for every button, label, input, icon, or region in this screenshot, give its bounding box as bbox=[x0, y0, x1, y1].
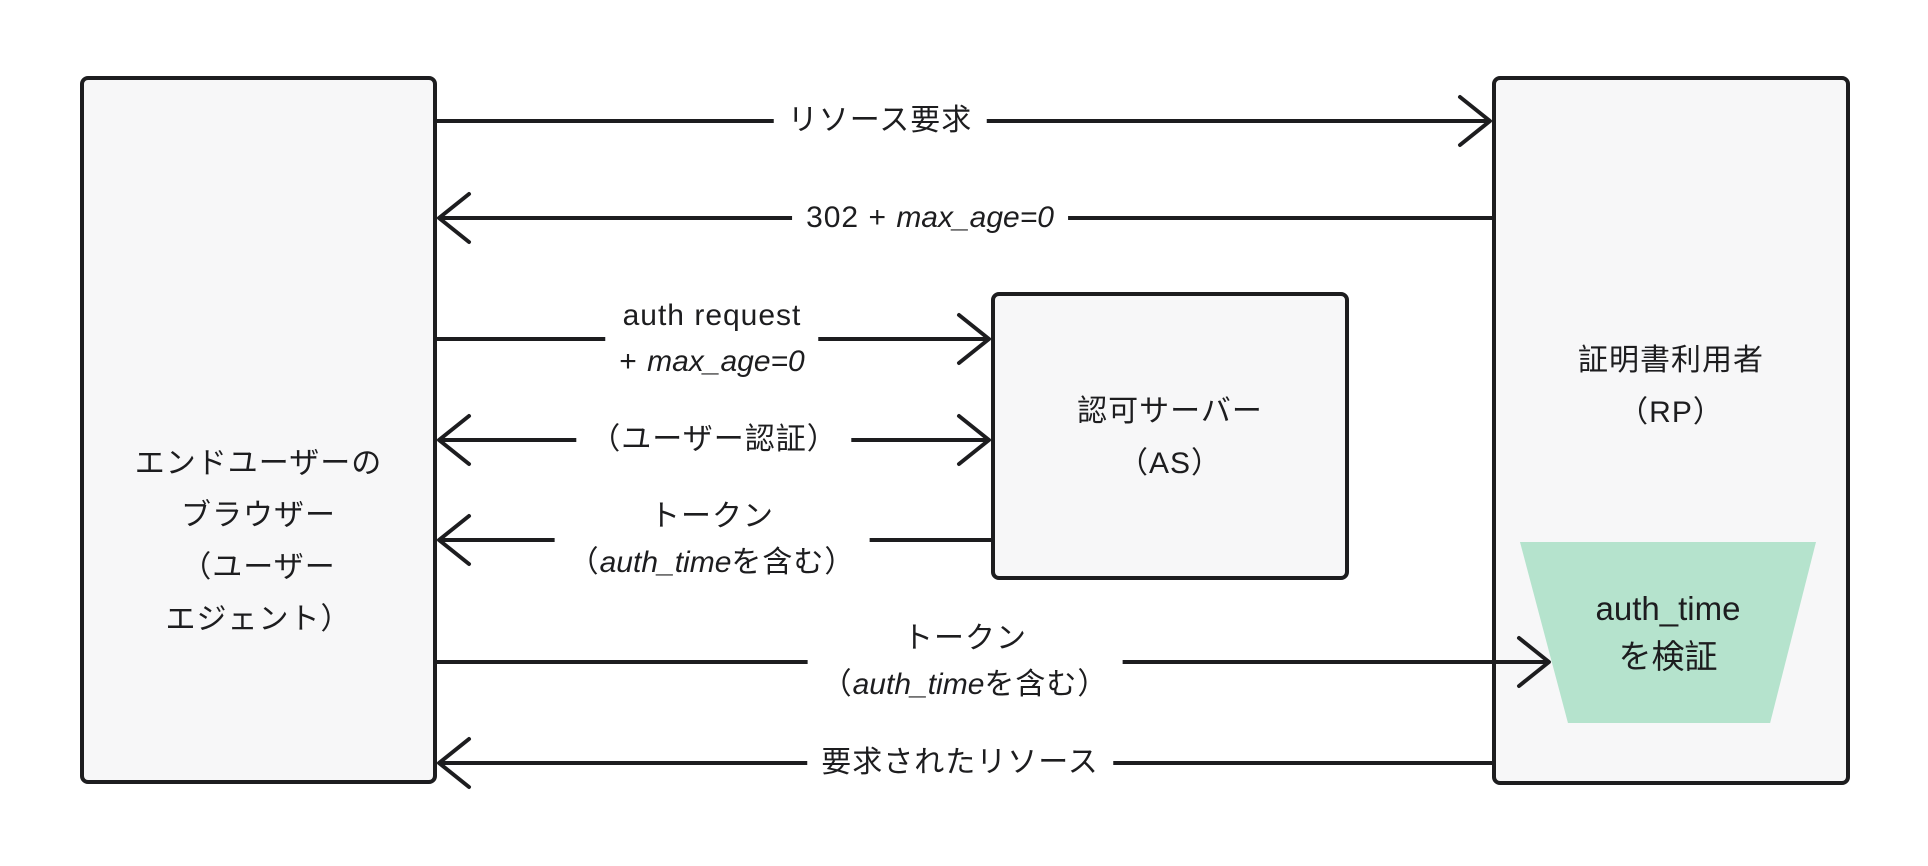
verify-auth-time-line: auth_time bbox=[1595, 589, 1741, 627]
arrow-label-auth-request: auth request + max_age=0 bbox=[605, 291, 819, 387]
arrow-left-icon bbox=[437, 414, 471, 466]
arrow-label-text: （ bbox=[821, 668, 853, 701]
arrow-left-icon bbox=[437, 737, 471, 789]
arrow-label-user-authentication: （ユーザー認証） bbox=[576, 415, 852, 465]
arrow-label-italic-text: auth_time bbox=[599, 546, 732, 579]
authorization-server-label-line: 認可サーバー bbox=[1077, 395, 1263, 428]
arrow-label-text: + bbox=[619, 345, 648, 378]
arrow-label-requested-resource: 要求されたリソース bbox=[807, 738, 1113, 788]
arrow-right-icon bbox=[1517, 636, 1551, 688]
arrow-label-italic-text: max_age=0 bbox=[647, 345, 805, 378]
browser-node-label-line: （ユーザー bbox=[181, 551, 336, 584]
arrow-label-line1: トークン bbox=[903, 622, 1027, 655]
arrow-right-icon bbox=[957, 313, 991, 365]
arrow-label-text: を含む） bbox=[731, 546, 856, 579]
authorization-server-node: 認可サーバー （AS） bbox=[991, 292, 1349, 580]
browser-node-label-line: エジェント） bbox=[165, 603, 352, 636]
arrow-label-italic-text: max_age=0 bbox=[896, 201, 1054, 234]
arrow-left-icon bbox=[437, 514, 471, 566]
browser-node-label-line: エンドユーザーの bbox=[134, 447, 383, 480]
arrow-label-302-redirect: 302 + max_age=0 bbox=[792, 193, 1068, 243]
arrow-label-line2: （auth_timeを含む） bbox=[822, 662, 1109, 708]
browser-node-label-line: ブラウザー bbox=[181, 499, 336, 532]
arrow-label-resource-request: リソース要求 bbox=[773, 96, 987, 146]
arrow-label-text: リソース要求 bbox=[787, 104, 973, 137]
arrow-label-token-from-as: トークン （auth_timeを含む） bbox=[554, 492, 870, 588]
relying-party-label-line: 証明書利用者 bbox=[1578, 344, 1764, 377]
browser-node: エンドユーザーの ブラウザー （ユーザー エジェント） bbox=[80, 76, 437, 784]
arrow-label-line2: + max_age=0 bbox=[619, 339, 804, 385]
arrow-left-icon bbox=[437, 192, 471, 244]
arrow-label-text: （ユーザー認証） bbox=[590, 423, 838, 456]
arrow-label-italic-text: auth_time bbox=[852, 668, 985, 701]
arrow-right-icon bbox=[957, 414, 991, 466]
browser-node-label: エンドユーザーの ブラウザー （ユーザー エジェント） bbox=[84, 438, 433, 646]
relying-party-label: 証明書利用者 （RP） bbox=[1496, 335, 1846, 439]
arrow-label-text: 302 + bbox=[806, 201, 897, 234]
arrow-label-line2: （auth_timeを含む） bbox=[569, 540, 856, 586]
authorization-server-label-line: （AS） bbox=[1117, 447, 1223, 480]
arrow-label-text: （ bbox=[568, 546, 600, 579]
arrow-right-icon bbox=[1458, 95, 1492, 147]
verify-auth-time-line: を検証 bbox=[1618, 637, 1718, 675]
arrow-label-token-to-rp: トークン （auth_timeを含む） bbox=[807, 614, 1123, 710]
verify-auth-time-step: auth_time を検証 bbox=[1520, 542, 1816, 723]
authorization-server-label: 認可サーバー （AS） bbox=[995, 386, 1345, 490]
arrow-label-line1: トークン bbox=[650, 500, 774, 533]
relying-party-label-line: （RP） bbox=[1618, 396, 1724, 429]
arrow-label-line1: auth request bbox=[622, 299, 802, 332]
arrow-label-text: 要求されたリソース bbox=[821, 746, 1099, 779]
arrow-label-text: を含む） bbox=[984, 668, 1109, 701]
